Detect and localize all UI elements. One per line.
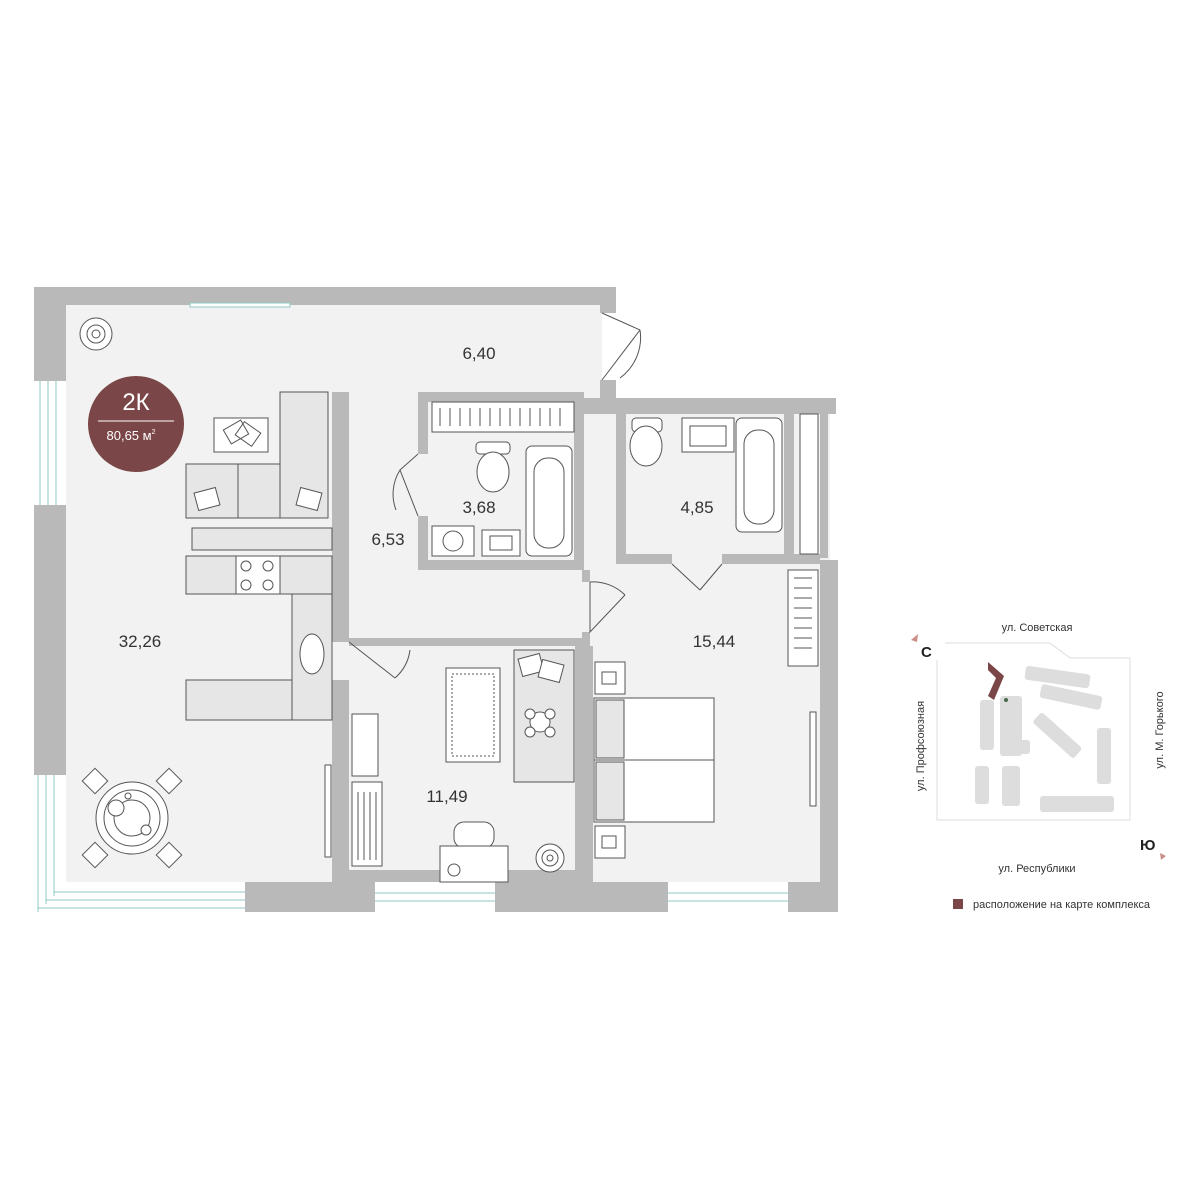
washer-icon xyxy=(431,525,475,557)
plant-icon xyxy=(535,843,565,873)
apartment-badge: 2К 80,65 м2 xyxy=(88,376,184,472)
legend: расположение на карте комплекса xyxy=(953,899,1151,911)
room-area-hall-upper: 6,40 xyxy=(462,344,495,363)
north-arrow-icon xyxy=(911,634,918,642)
badge-rooms: 2К xyxy=(122,389,149,416)
doors xyxy=(348,312,723,679)
room-area-bath1: 3,68 xyxy=(462,498,495,517)
furniture xyxy=(79,317,819,883)
street-top: ул. Советская xyxy=(1002,622,1073,634)
street-right: ул. М. Горького xyxy=(1154,691,1166,768)
street-bottom: ул. Республики xyxy=(998,863,1075,875)
street-left: ул. Профсоюзная xyxy=(915,701,927,791)
legend-text: расположение на карте комплекса xyxy=(973,899,1151,911)
dining-table xyxy=(81,767,183,869)
windows xyxy=(34,302,788,913)
toy-icon xyxy=(524,708,556,738)
toilet-icon xyxy=(475,441,511,493)
plant-icon xyxy=(79,317,113,351)
legend-swatch xyxy=(953,899,963,909)
badge-circle xyxy=(88,376,184,472)
room-area-bedroom: 15,44 xyxy=(693,632,736,651)
toilet-icon xyxy=(629,417,663,467)
location-marker xyxy=(988,662,1004,700)
room-area-living: 32,26 xyxy=(119,632,162,651)
room-area-bath2: 4,85 xyxy=(680,498,713,517)
compass-north: С xyxy=(921,644,932,661)
badge-area: 80,65 м2 xyxy=(107,428,156,443)
room-area-hall-lower: 6,53 xyxy=(371,530,404,549)
south-arrow-icon xyxy=(1160,853,1166,860)
site-map: С Ю ул. Советская ул. Республики ул. Про… xyxy=(911,622,1166,875)
room-labels: 6,40 6,53 3,68 4,85 32,26 11,49 15,44 xyxy=(119,344,736,806)
room-area-kids: 11,49 xyxy=(426,787,467,806)
compass-south: Ю xyxy=(1140,837,1155,854)
